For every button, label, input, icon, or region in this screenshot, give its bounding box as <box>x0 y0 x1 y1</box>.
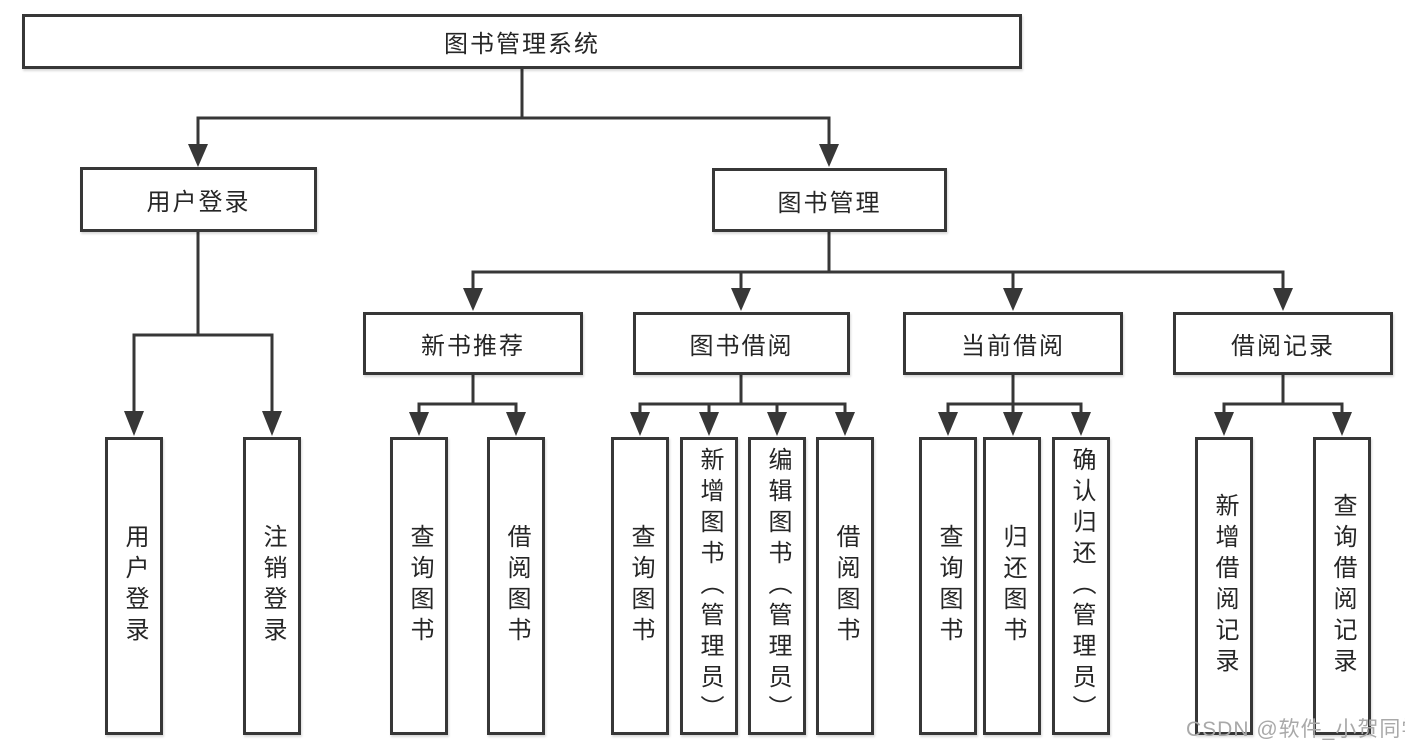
leaf-query-borrow-record-label: 查询借阅记录 <box>1329 493 1356 679</box>
leaf-logout-label: 注销登录 <box>259 524 286 648</box>
node-current-borrowing: 当前借阅 <box>903 312 1123 375</box>
leaf-query-borrow-record: 查询借阅记录 <box>1313 437 1371 735</box>
leaf-borrow-books-recommend: 借阅图书 <box>487 437 545 735</box>
leaf-add-books-admin: 新增图书（管理员） <box>680 437 738 735</box>
node-book-management: 图书管理 <box>712 168 947 232</box>
leaf-borrow-books-recommend-label: 借阅图书 <box>503 524 530 648</box>
node-book-borrowing: 图书借阅 <box>633 312 850 375</box>
node-borrowing-records: 借阅记录 <box>1173 312 1393 375</box>
leaf-edit-books-admin: 编辑图书（管理员） <box>748 437 806 735</box>
leaf-user-login: 用户登录 <box>105 437 163 735</box>
leaf-add-books-admin-label: 新增图书（管理员） <box>696 446 723 726</box>
leaf-return-books: 归还图书 <box>983 437 1041 735</box>
leaf-borrow-books-borrowing: 借阅图书 <box>816 437 874 735</box>
leaf-confirm-return-admin-label: 确认归还（管理员） <box>1068 446 1095 726</box>
node-user-login-label: 用户登录 <box>146 189 251 216</box>
leaf-query-books-borrowing-label: 查询图书 <box>627 524 654 648</box>
node-book-management-label: 图书管理 <box>777 189 882 217</box>
node-book-borrowing-label: 图书借阅 <box>689 333 794 360</box>
leaf-logout: 注销登录 <box>243 437 301 735</box>
node-library-system: 图书管理系统 <box>22 14 1022 69</box>
node-new-book-recommend-label: 新书推荐 <box>421 333 525 360</box>
leaf-borrow-books-borrowing-label: 借阅图书 <box>832 524 859 648</box>
leaf-query-books-current-label: 查询图书 <box>935 524 962 648</box>
leaf-user-login-label: 用户登录 <box>121 524 148 648</box>
node-borrowing-records-label: 借阅记录 <box>1231 333 1335 360</box>
leaf-confirm-return-admin: 确认归还（管理员） <box>1052 437 1110 735</box>
arrowheads <box>124 144 1352 436</box>
leaf-query-books-recommend: 查询图书 <box>390 437 448 735</box>
csdn-watermark: CSDN @软件_小贺同学 <box>1186 718 1405 741</box>
node-user-login: 用户登录 <box>80 167 317 232</box>
node-new-book-recommend: 新书推荐 <box>363 312 583 375</box>
leaf-edit-books-admin-label: 编辑图书（管理员） <box>764 446 791 726</box>
node-current-borrowing-label: 当前借阅 <box>961 333 1065 360</box>
leaf-query-books-borrowing: 查询图书 <box>611 437 669 735</box>
leaf-query-books-recommend-label: 查询图书 <box>406 524 433 648</box>
leaf-query-books-current: 查询图书 <box>919 437 977 735</box>
node-library-system-label: 图书管理系统 <box>444 31 600 58</box>
leaf-add-borrow-record: 新增借阅记录 <box>1195 437 1253 735</box>
leaf-return-books-label: 归还图书 <box>999 524 1026 648</box>
leaf-add-borrow-record-label: 新增借阅记录 <box>1211 493 1238 679</box>
